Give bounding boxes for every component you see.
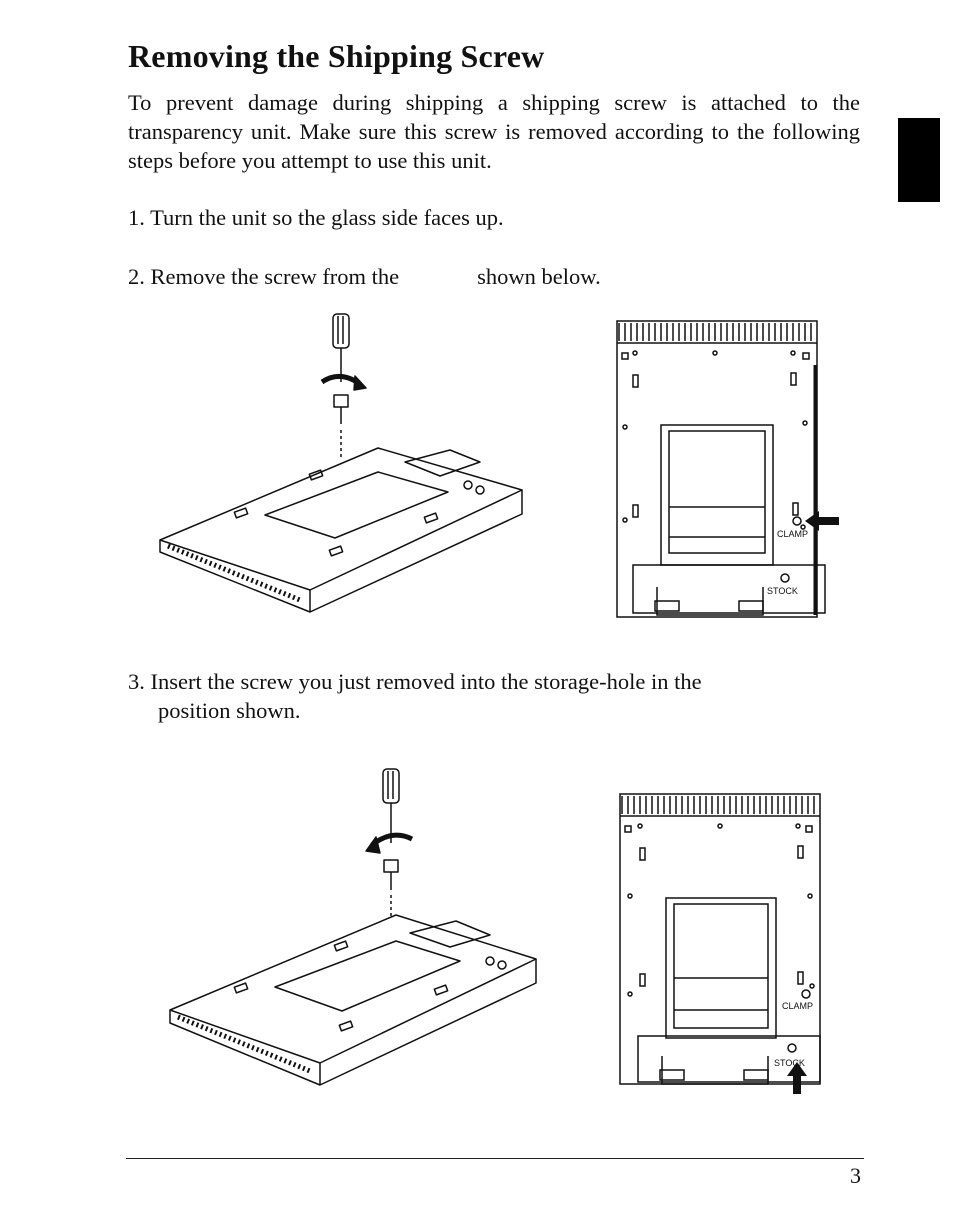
step-2-text-end: shown below. [477, 264, 601, 289]
stock-label: STOCK [767, 586, 798, 596]
intro-paragraph: To prevent damage during shipping a ship… [128, 90, 860, 173]
figure-top-view-stock: CLAMP STOCK [619, 793, 821, 1094]
page-number: 3 [850, 1163, 861, 1188]
figure-insert-screw-illustration [169, 768, 537, 1086]
section-tab-marker [898, 118, 940, 202]
page-title: Removing the Shipping Screw [128, 38, 545, 74]
clamp-label: CLAMP [777, 529, 808, 539]
figure-top-view-clamp: CLAMP STOCK [616, 320, 839, 618]
step-3-text: 3. Insert the screw you just removed int… [128, 667, 828, 725]
figure-remove-screw-illustration [159, 313, 523, 613]
clamp-label-2: CLAMP [782, 1001, 813, 1011]
step-3-line-1: 3. Insert the screw you just removed int… [128, 669, 702, 694]
footer-rule [126, 1158, 864, 1159]
stock-label-2: STOCK [774, 1058, 805, 1068]
step-2-text: 2. Remove the screw from the shown below. [128, 262, 708, 291]
step-1-text: 1. Turn the unit so the glass side faces… [128, 205, 504, 230]
step-3-line-2: position shown. [158, 698, 301, 723]
step-2-text-start: 2. Remove the screw from the [128, 264, 400, 289]
